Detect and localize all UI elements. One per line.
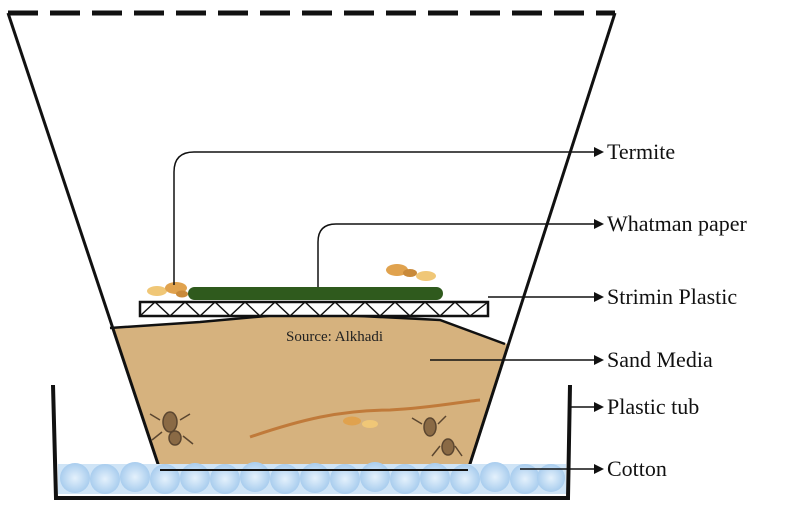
funnel-right-wall [466, 12, 617, 471]
termite-in-sand-left [149, 411, 194, 446]
plastic-tub [51, 384, 572, 500]
leader-termite [173, 151, 598, 285]
arrowhead-sand-media [594, 355, 604, 365]
label-sand-media: Sand Media [607, 347, 713, 372]
termite-group-left [147, 282, 188, 298]
label-whatman-paper: Whatman paper [607, 211, 748, 236]
source-note: Source: Alkhadi [286, 329, 383, 345]
arrowhead-strimin-plastic [594, 292, 604, 302]
termite-group-right [386, 264, 436, 281]
funnel-left-wall [6, 12, 162, 471]
sand-media [110, 313, 510, 470]
leader-whatman-paper [317, 223, 598, 287]
arrowhead-cotton [594, 464, 604, 474]
label-plastic-tub: Plastic tub [607, 394, 699, 419]
label-cotton: Cotton [607, 456, 667, 481]
label-termite: Termite [607, 139, 675, 164]
label-strimin-plastic: Strimin Plastic [607, 284, 737, 309]
strimin-plastic-mesh [138, 300, 490, 318]
cotton-layer [58, 462, 566, 494]
whatman-paper [188, 287, 443, 300]
arrowhead-plastic-tub [594, 402, 604, 412]
arrowhead-whatman-paper [594, 219, 604, 229]
sand-tunnel-line [249, 398, 481, 439]
termite-in-sand-middle [343, 416, 378, 428]
termite-in-sand-right [411, 415, 463, 457]
arrowhead-termite [594, 147, 604, 157]
